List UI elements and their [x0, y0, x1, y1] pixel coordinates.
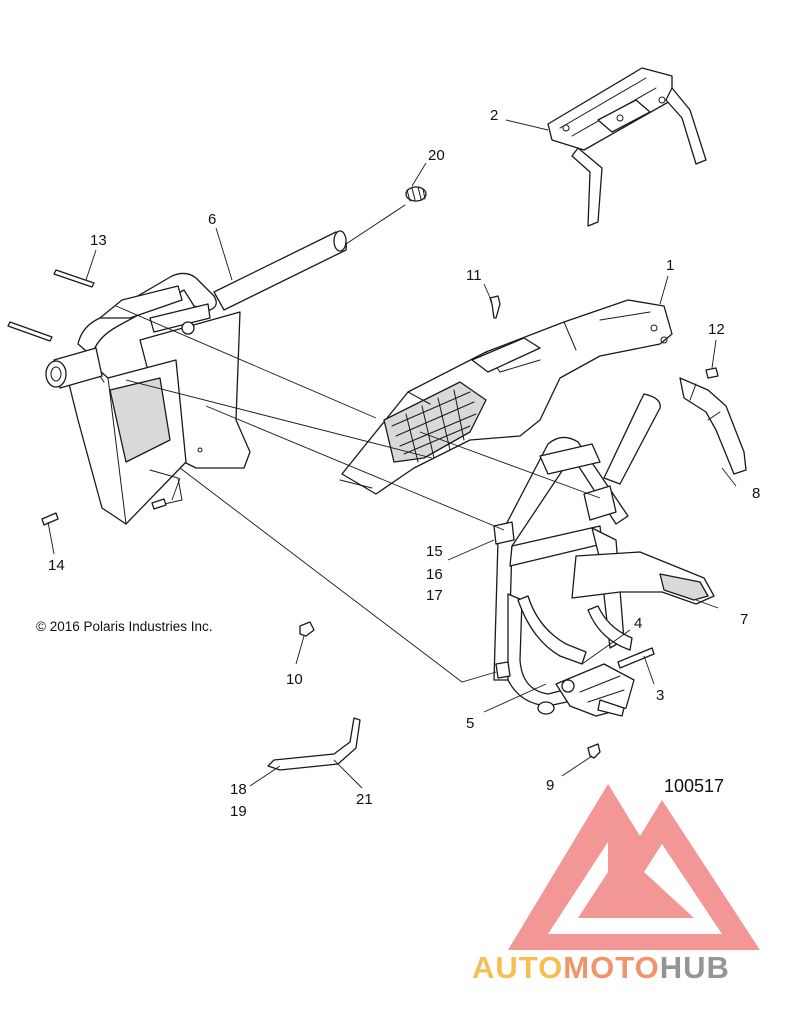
reference-number: 100517 [664, 776, 724, 796]
part-5-main-frame [493, 393, 661, 715]
callout-15: 15 [426, 543, 443, 560]
svg-text:AUTOMOTOHUB: AUTOMOTOHUB [472, 950, 730, 985]
part-3-bolt [617, 647, 655, 669]
callout-12: 12 [708, 321, 725, 338]
callout-3: 3 [656, 687, 664, 704]
callout-14: 14 [48, 557, 65, 574]
left-frame-assembly [7, 269, 251, 526]
watermark-auto: AUTO [472, 950, 563, 985]
assembly-lines [47, 119, 737, 789]
watermark-triangle-icon [508, 784, 760, 950]
callout-9: 9 [546, 777, 554, 794]
callout-10: 10 [286, 671, 303, 688]
callout-2: 2 [490, 107, 498, 124]
part-1-center-panel [339, 299, 673, 495]
part-12-bolt [705, 367, 719, 379]
callout-11: 11 [466, 267, 482, 284]
part-11-bolt [489, 295, 501, 319]
callout-21: 21 [356, 791, 373, 808]
watermark-moto: MOTO [563, 950, 659, 985]
watermark-logo: AUTOMOTOHUB [472, 784, 760, 985]
callout-6: 6 [208, 211, 216, 228]
callout-4: 4 [634, 615, 642, 632]
callout-16: 16 [426, 566, 443, 583]
callout-18: 18 [230, 781, 247, 798]
part-9-screw [587, 743, 601, 759]
part-4-mount-bracket [555, 663, 635, 717]
callout-17: 17 [426, 587, 443, 604]
part-7-skid-guard [517, 551, 715, 665]
callout-labels: 20 2 6 13 11 1 12 8 14 15 16 17 7 4 10 3… [48, 107, 760, 820]
callout-7: 7 [740, 611, 748, 628]
part-2-upper-bracket [547, 67, 707, 227]
callout-8: 8 [752, 485, 760, 502]
callout-5: 5 [466, 715, 474, 732]
copyright-text: © 2016 Polaris Industries Inc. [36, 619, 213, 634]
part-6-crossbar-tube [213, 204, 406, 311]
part-21-strap [267, 717, 361, 771]
part-8-side-bracket [679, 377, 747, 475]
part-20-grommet [405, 186, 427, 202]
watermark-hub: HUB [660, 950, 730, 985]
callout-19: 19 [230, 803, 247, 820]
callout-1: 1 [666, 257, 674, 274]
callout-13: 13 [90, 232, 107, 249]
callout-20: 20 [428, 147, 445, 164]
part-10-nut [299, 621, 315, 637]
